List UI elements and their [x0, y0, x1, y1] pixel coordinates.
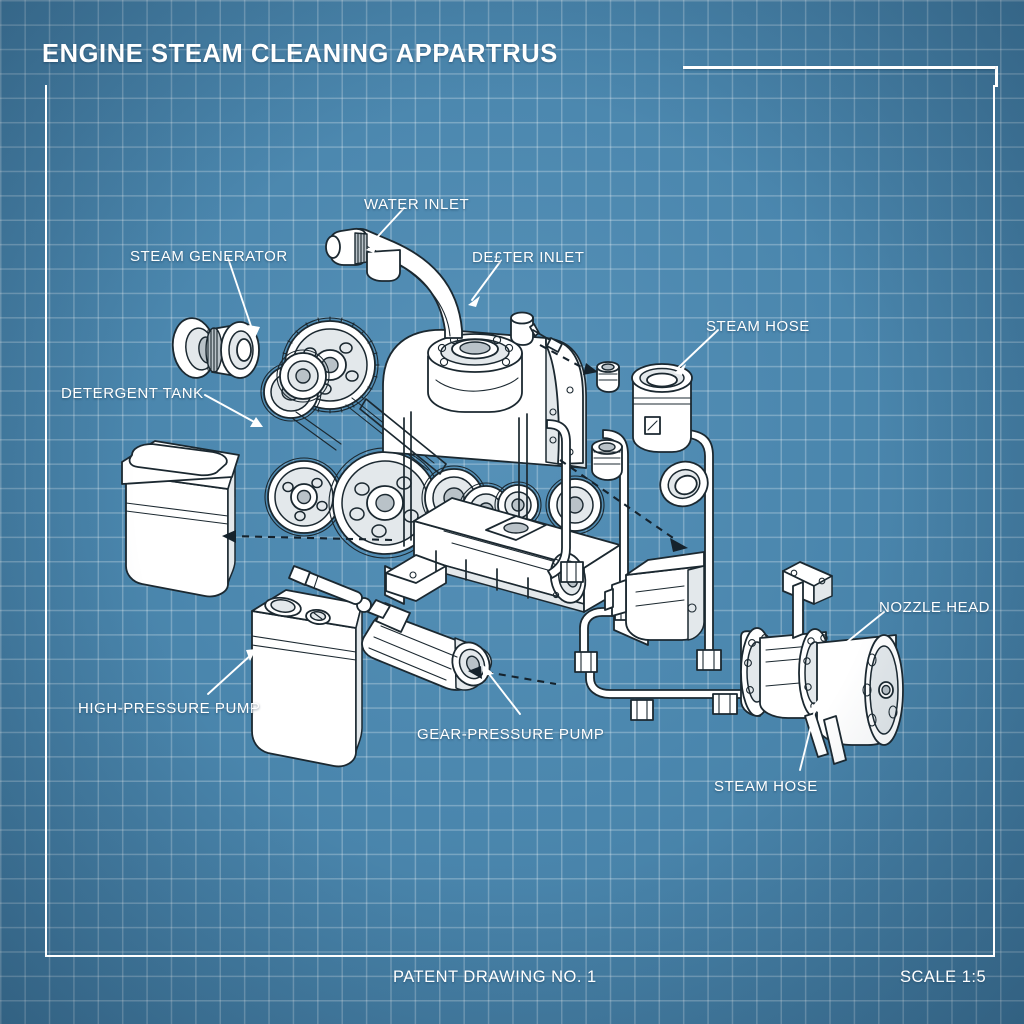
- callout-label-detergent-inlet: DE£TER INLET: [472, 249, 585, 266]
- callout-label-steam-hose-upper: STEAM HOSE: [706, 318, 810, 335]
- footer-scale: SCALE 1:5: [900, 968, 987, 986]
- part-boiler-drum: [382, 329, 587, 469]
- title-rule: [683, 66, 995, 69]
- callout-label-gear-pressure-pump: GEAR-PRESSURE PUMP: [417, 726, 605, 743]
- drawing-frame-top-right-stub: [995, 66, 998, 87]
- callout-label-steam-generator: STEAM GENERATOR: [130, 248, 288, 265]
- part-bushing: [591, 439, 623, 481]
- assembly-dashed-lines: [222, 344, 688, 686]
- part-water-inlet-pipe: [325, 227, 463, 339]
- callout-label-water-inlet: WATER INLET: [364, 196, 470, 213]
- part-gear-pressure-pump: [288, 565, 493, 691]
- part-motor-block: [604, 551, 705, 641]
- footer-drawing-number: PATENT DRAWING NO. 1: [393, 968, 597, 986]
- callout-label-nozzle-head: NOZZLE HEAD: [879, 599, 991, 616]
- callout-label-steam-hose-lower: STEAM HOSE: [714, 778, 818, 795]
- page-title: ENGINE STEAM CLEANING APPARTRUS: [42, 40, 558, 68]
- part-steam-hose-coupler: [631, 363, 693, 453]
- part-gear-upper-small: [260, 349, 330, 422]
- part-detergent-tank: [121, 440, 240, 598]
- callout-leaders: [204, 207, 885, 771]
- callout-label-high-pressure-pump: HIGH-PRESSURE PUMP: [78, 700, 261, 717]
- part-fastener-bolt: [510, 311, 620, 393]
- callout-label-detergent-tank: DETERGENT TANK: [61, 385, 204, 402]
- part-steam-generator-pulley: [171, 317, 260, 379]
- part-nozzle-head: [740, 561, 904, 765]
- part-high-pressure-pump: [251, 589, 363, 768]
- part-flange-ring: [659, 460, 709, 508]
- part-gear-detached: [264, 457, 344, 537]
- drawing-frame: [45, 85, 995, 957]
